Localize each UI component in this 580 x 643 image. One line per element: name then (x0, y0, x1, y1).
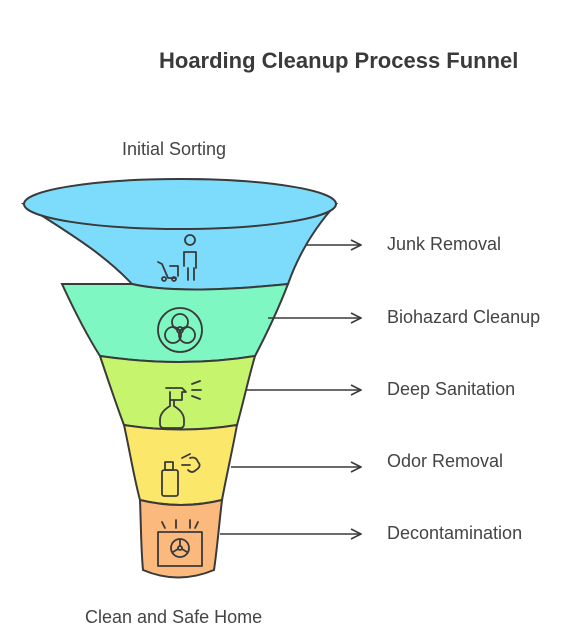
funnel-rim (23, 178, 337, 230)
radiation-zone-icon (157, 519, 203, 567)
stage-label-decontamination: Decontamination (387, 523, 523, 543)
stage-label-biohazard-cleanup: Biohazard Cleanup (387, 307, 541, 327)
funnel-input-label: Initial Sorting (122, 139, 227, 159)
stage-label-junk-removal: Junk Removal (387, 234, 502, 254)
funnel-output-label: Clean and Safe Home (85, 607, 263, 627)
spray-bottle-icon (159, 380, 202, 429)
stage-label-deep-sanitation: Deep Sanitation (387, 379, 516, 399)
diagram-title: Hoarding Cleanup Process Funnel (159, 48, 519, 73)
person-with-cart-icon (157, 234, 197, 282)
biohazard-icon (157, 307, 203, 353)
funnel-band-biohazard-cleanup (60, 282, 290, 363)
air-freshener-icon (161, 453, 201, 497)
funnel-band-deep-sanitation (98, 354, 257, 431)
stage-label-odor-removal: Odor Removal (387, 451, 504, 471)
funnel-band-odor-removal (122, 423, 239, 506)
